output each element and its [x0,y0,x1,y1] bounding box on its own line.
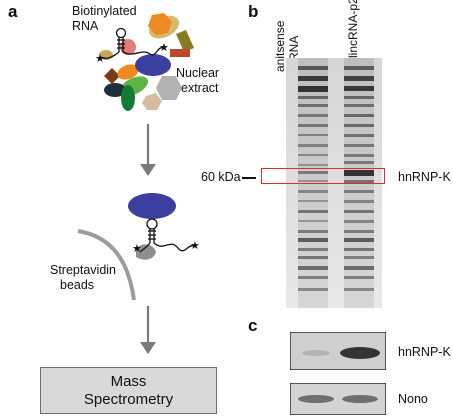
biotinylated-rna-label: Biotinylated RNA [72,4,137,34]
blot-band-nono-lane1 [298,395,334,403]
protein-darkgreen-capsule [121,85,135,111]
gel-bands-lane-2 [344,66,374,291]
biotin-star-top-left: ★ [95,52,105,65]
biotinylated-line1: Biotinylated [72,4,137,18]
protein-mixture [99,13,194,111]
biotinylated-rna-top [99,27,163,59]
bound-protein-blue [128,193,176,219]
protein-brown-diamond [104,68,120,84]
panel-a-illustration: ★ ★ ★ ★ [77,13,200,354]
hnrnp-k-highlight-box [261,168,385,184]
blot1-label-hnrnp-k: hnRNP-K [398,345,451,359]
streptavidin-beads-label: Streptavidin beads [50,263,116,293]
western-blot-hnrnp-k [290,332,386,370]
protein-orange-hexagon [148,13,172,35]
ms-line2: Spectrometry [83,390,174,408]
gel-bands-lane-1 [298,66,328,291]
protein-blue-oval [135,54,171,76]
band-label-hnrnp-k: hnRNP-K [398,170,451,184]
blot-band-hnrnp-k-lane2 [340,347,380,359]
protein-pink-circle [120,39,136,55]
protein-beige-hexagon [142,93,162,110]
nuclear-line1: Nuclear [176,66,220,80]
biotinylated-line2: RNA [72,19,99,33]
biotin-star-top-right: ★ [159,41,169,54]
streptavidin-protein [136,244,156,260]
lane-label-lincrna-p21: lincRNA-p21 [346,0,360,58]
western-blot-nono [290,383,386,415]
blot-band-nono-lane2 [342,395,378,403]
panel-letter-c: c [248,316,258,335]
protein-dark-oval [104,83,126,97]
protein-olive-rect [176,30,194,52]
nuclear-extract-label: Nuclear extract [176,66,219,96]
biotin-star-bound-left: ★ [132,242,142,255]
blot-band-hnrnp-k-lane1 [302,350,330,356]
protein-gray-hexagon [156,76,182,100]
ms-line1: Mass [110,372,147,390]
arrow-down-2 [140,306,156,354]
biotinylated-rna-bound [139,218,194,253]
arrow-down-1 [140,124,156,176]
streptavidin-line1: Streptavidin [50,263,117,277]
nuclear-line2: extract [181,81,219,95]
marker-60kda-tick [242,177,256,179]
streptavidin-bead-arc [77,229,136,301]
protein-red-rect [170,49,190,57]
protein-orange-oval [117,64,139,80]
lane1-line1: anitsense [273,20,287,72]
panel-letter-a: a [8,2,18,21]
biotin-star-bound-right: ★ [190,239,200,252]
streptavidin-line2: beads [60,278,95,292]
marker-60kda-label: 60 kDa [201,170,241,184]
panel-letter-b: b [248,2,259,21]
blot2-label-nono: Nono [398,392,428,406]
pulldown-complex [77,193,176,301]
mass-spectrometry-box: Mass Spectrometry [40,367,217,414]
